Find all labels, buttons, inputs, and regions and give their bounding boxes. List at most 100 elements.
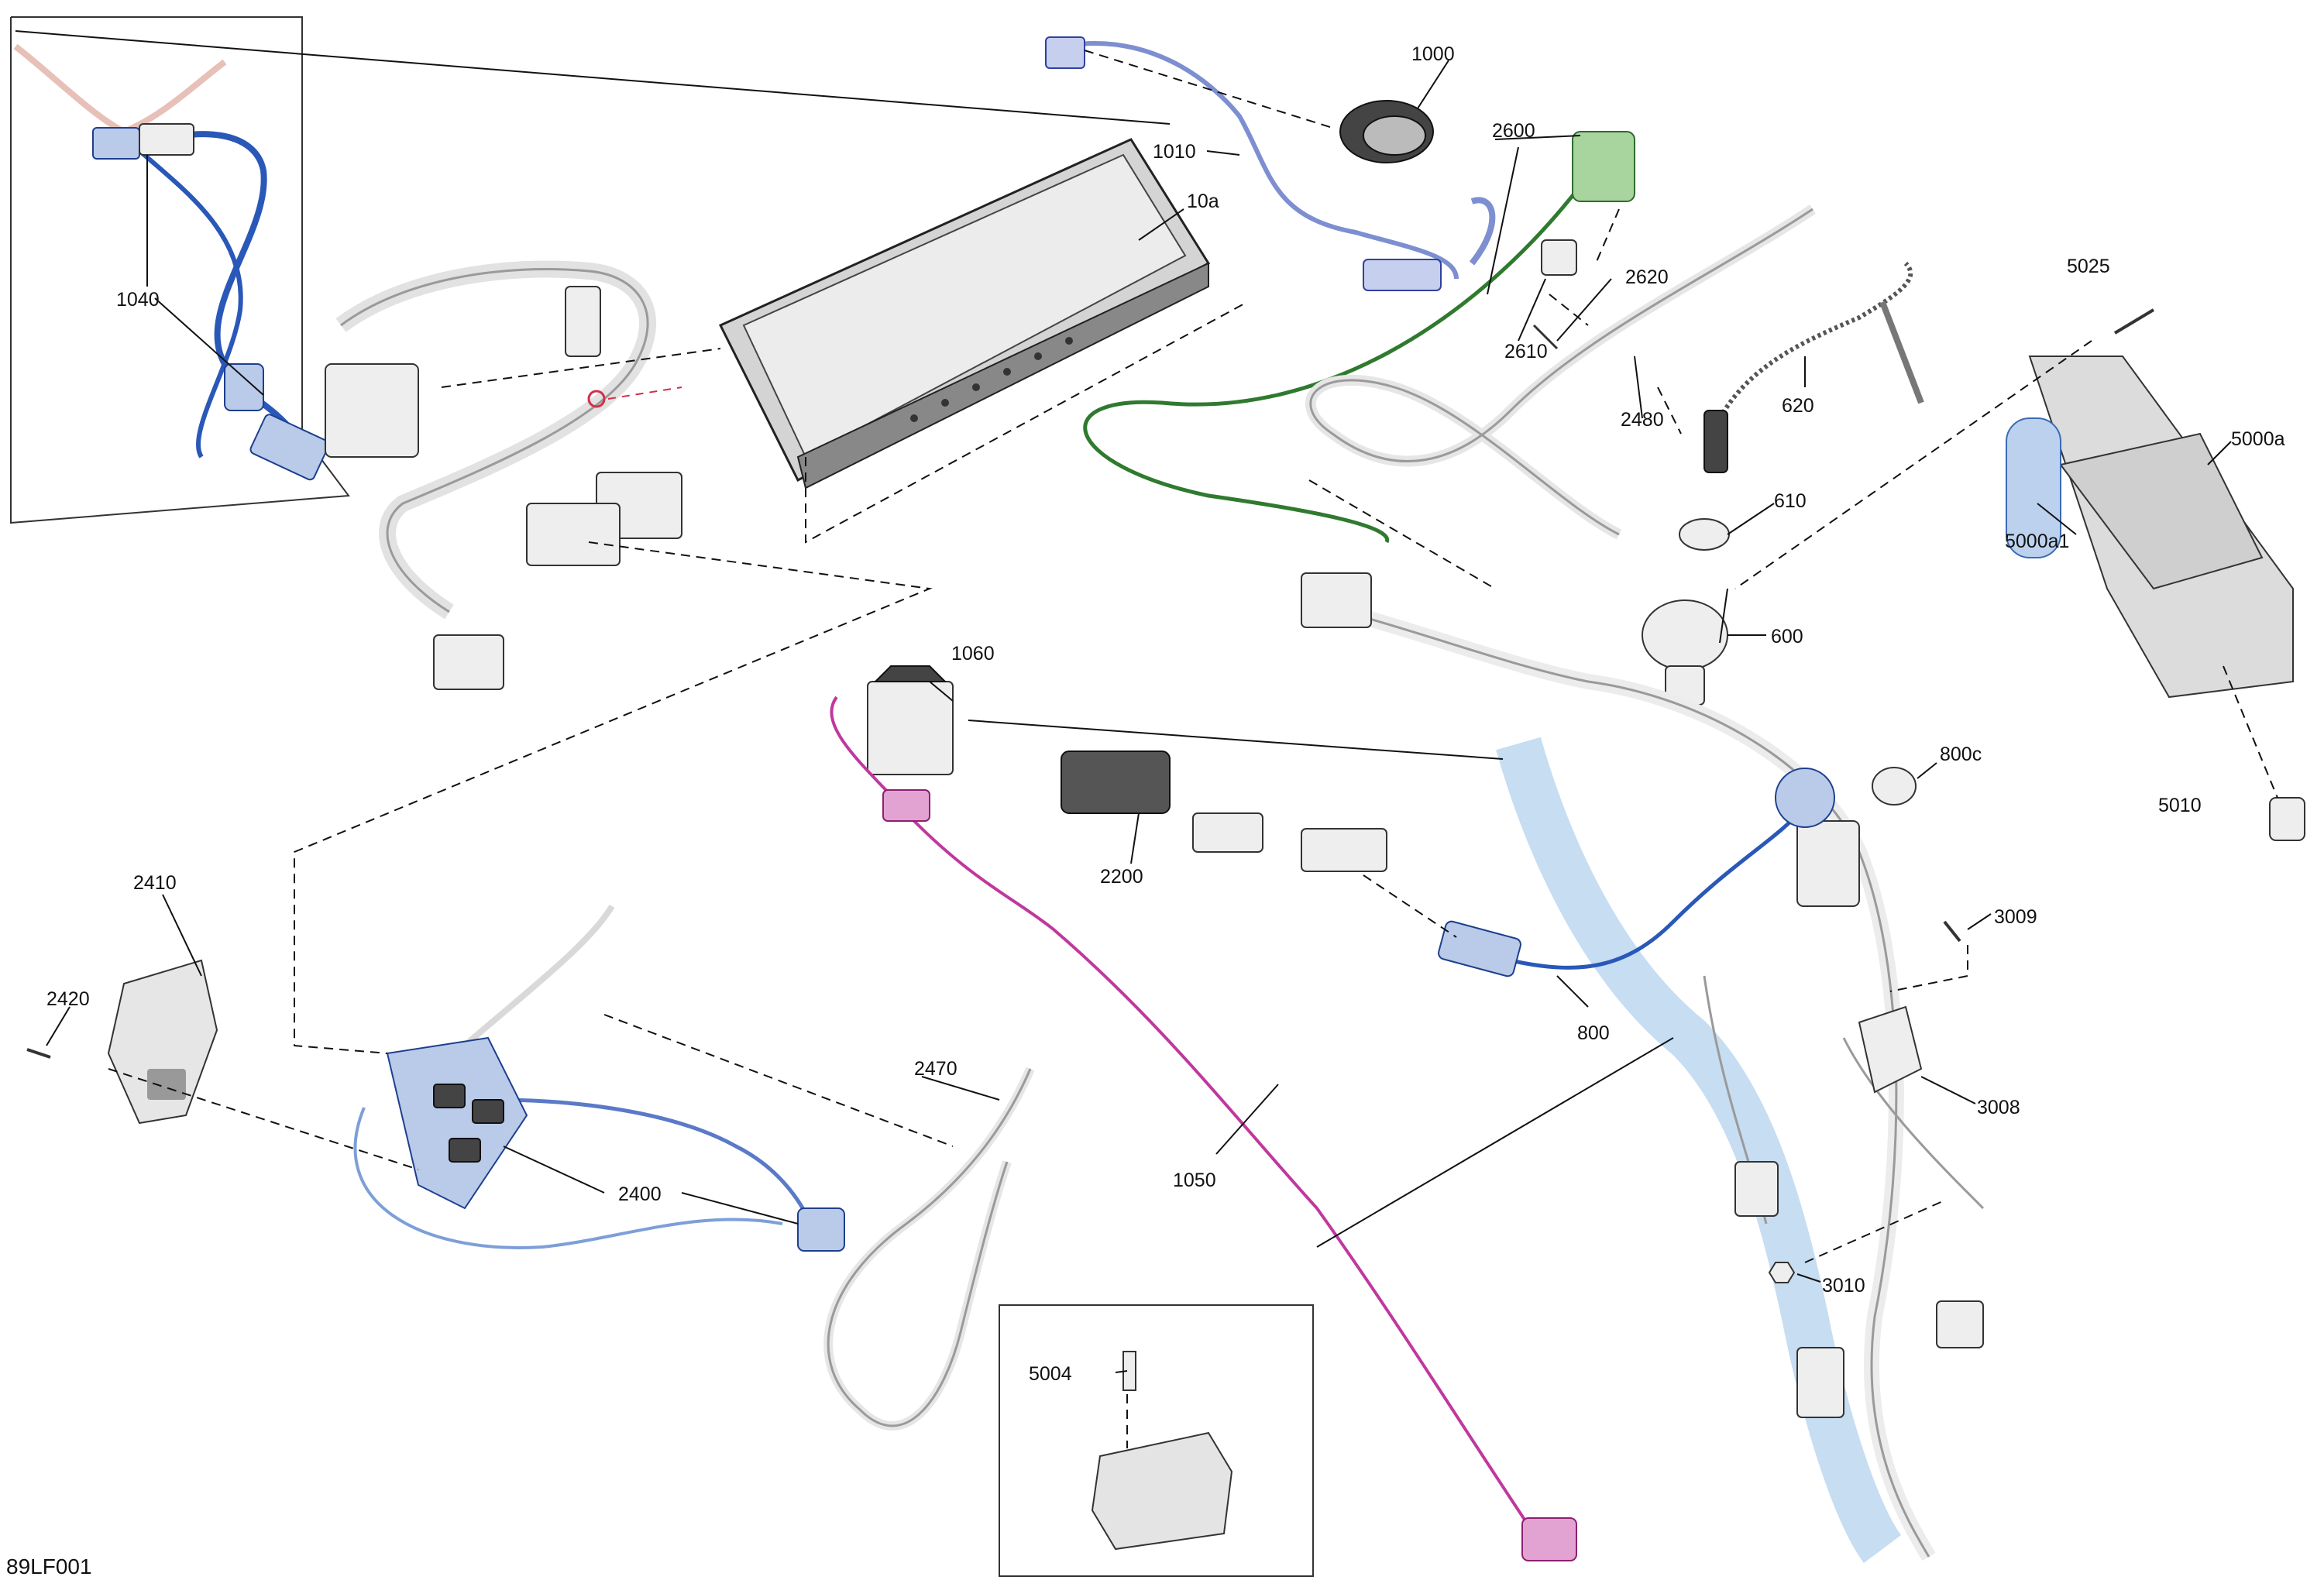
harness-1050-connector-top [882, 789, 930, 822]
callout-2400: 2400 [618, 1183, 662, 1205]
sensor-2200-body [1061, 751, 1171, 814]
callout-5000a1: 5000a1 [2005, 531, 2069, 552]
callout-620: 620 [1782, 395, 1814, 417]
instrument-cluster-10a [718, 138, 1211, 489]
connector-1040-b [139, 123, 194, 156]
callout-labels: 1000 1010 10a 2600 2620 2610 2480 620 61… [46, 43, 2285, 1385]
pink-wire [13, 43, 227, 136]
callout-2610: 2610 [1504, 341, 1548, 362]
sensor-2200-connector-b [1301, 828, 1387, 872]
clip-2610 [1541, 239, 1577, 276]
inset-5004 [999, 1304, 1314, 1577]
screw-3009 [1943, 920, 1961, 943]
connector-1040-d [249, 414, 330, 481]
callout-600: 600 [1771, 626, 1803, 648]
pod-connector [797, 1207, 845, 1252]
sensor-2200-connector-a [1192, 812, 1263, 853]
pod-body [386, 1036, 528, 1210]
harness-1050-wire [830, 696, 1535, 1535]
harness-connector-upper [1301, 572, 1372, 628]
screw-2620 [1532, 324, 1559, 350]
bracket-3008 [1858, 1005, 1923, 1094]
harness-relay-block [1796, 820, 1860, 907]
connector-1040-c [224, 363, 264, 411]
dash-harness-group [325, 260, 682, 690]
usb-outlet-1000 [1339, 100, 1434, 163]
callout-1060: 1060 [951, 643, 995, 665]
red-marker [587, 390, 606, 408]
usb-outlet-face [1363, 115, 1426, 156]
canister-5000a1 [2006, 417, 2061, 558]
tether-620 [1703, 261, 1924, 473]
cluster-base [796, 262, 1209, 489]
bolt-5025 [2113, 308, 2155, 335]
callout-2600: 2600 [1492, 120, 1535, 142]
cover-2410 [107, 959, 218, 1125]
dash-upright-connector [565, 286, 601, 357]
clip-5010 [2269, 797, 2305, 841]
callout-5000a: 5000a [2231, 428, 2285, 450]
pod-harness-wire [495, 1098, 816, 1232]
sensor-2200 [1061, 751, 1387, 872]
screw-2420-shaft [26, 1048, 51, 1059]
frame-ghost [1496, 737, 1902, 1563]
callout-3010: 3010 [1822, 1275, 1865, 1297]
pod-button-2 [472, 1099, 504, 1124]
screw-2420 [26, 1048, 51, 1059]
dash-connector-block [325, 363, 419, 458]
branch-harness-2 [1842, 1037, 1985, 1210]
cable-2480 [1305, 204, 1816, 540]
harness-1010 [1045, 36, 1496, 291]
switch-1060-rocker [873, 665, 947, 682]
coiled-tether [1717, 261, 1913, 420]
switch-1060-body [867, 681, 954, 775]
cover-2410-body [107, 959, 218, 1125]
harness-800 [1438, 767, 1917, 977]
callout-2420: 2420 [46, 988, 90, 1010]
green-connector [1572, 131, 1635, 202]
callout-5004: 5004 [1029, 1363, 1072, 1385]
dash-connector-multi [526, 503, 621, 566]
tether-key [1703, 410, 1728, 473]
callout-1040: 1040 [116, 289, 160, 311]
callout-2410: 2410 [133, 872, 177, 894]
callout-2620: 2620 [1625, 266, 1669, 288]
callout-5010: 5010 [2158, 795, 2202, 816]
cable-2480-outline [1309, 208, 1813, 536]
pod-harness-up [462, 904, 615, 1049]
usb-harness-end [1045, 36, 1085, 69]
usb-harness-loop [1469, 197, 1496, 266]
harness-800-socket [1775, 768, 1835, 828]
tether-clip [1879, 301, 1924, 404]
module-5000a-cover [2059, 432, 2264, 590]
small-parts-right [1768, 920, 1961, 1283]
dashed-lines [108, 50, 2278, 1448]
main-frame-assembly [1301, 572, 1985, 1563]
harness-connector-lower-right [1936, 1300, 1984, 1348]
callout-800: 800 [1577, 1022, 1610, 1044]
leader-lines [15, 30, 2232, 1373]
callout-2480: 2480 [1621, 409, 1664, 431]
module-5000a [2006, 308, 2305, 841]
harness-800-wire [1510, 804, 1807, 970]
cover-2410-grille [147, 1069, 186, 1100]
cap-800c [1872, 767, 1917, 806]
pod-button-1 [433, 1084, 466, 1108]
harness-2600 [1083, 131, 1635, 544]
callout-5025: 5025 [2067, 256, 2110, 277]
callout-3008: 3008 [1977, 1097, 2020, 1118]
blue-wire-1040b [133, 145, 243, 459]
callout-1050: 1050 [1173, 1170, 1216, 1191]
cluster-indicator-icons [910, 337, 1073, 422]
switch-600-body [1642, 599, 1728, 671]
module-5004 [1091, 1431, 1233, 1551]
harness-connector-lower-left [1734, 1161, 1779, 1217]
harness-800-connector [1438, 920, 1521, 977]
dash-harness-outline [340, 268, 649, 613]
nut-3010 [1768, 1262, 1796, 1283]
callout-610: 610 [1774, 490, 1807, 512]
clip-2470 [823, 1067, 1035, 1431]
cluster-screen [742, 153, 1187, 459]
